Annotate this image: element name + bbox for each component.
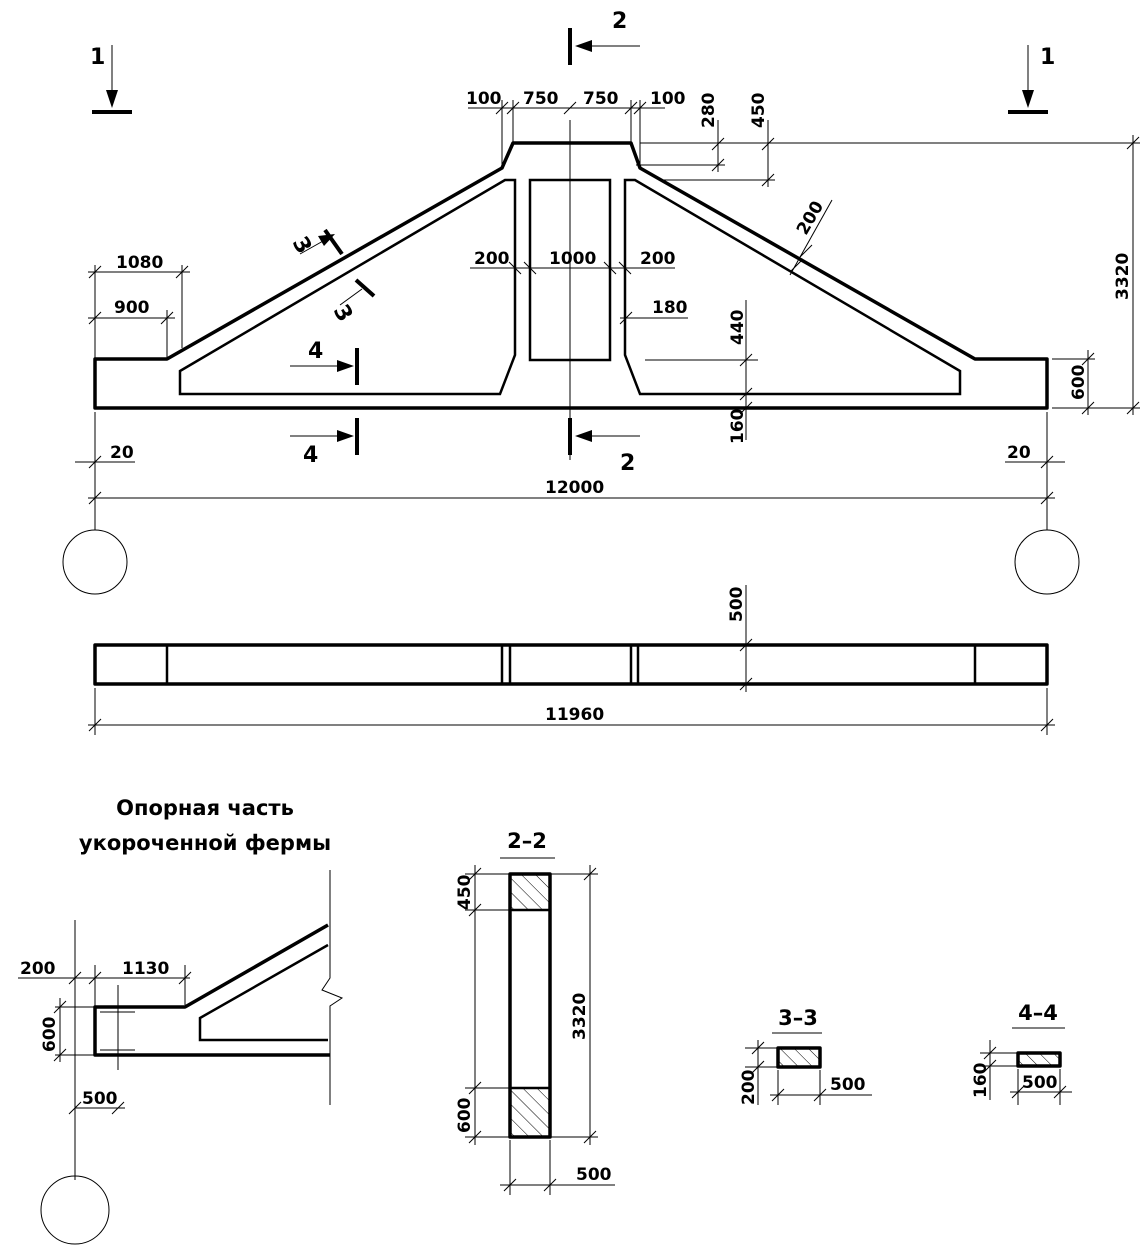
left-opening	[178, 178, 517, 396]
dim-support-600: 600	[40, 1016, 60, 1052]
dim-support-500: 500	[82, 1089, 118, 1109]
section-4-upper-mark: 4	[290, 339, 359, 385]
section-3-lower-mark: 3	[328, 278, 376, 327]
dim-diagonal-200: 200	[793, 198, 828, 239]
span-dims: 20 20 12000	[75, 412, 1065, 530]
section-1-right-mark: 1	[1008, 45, 1055, 114]
dim-440: 440	[728, 309, 748, 345]
support-title-line2: укороченной фермы	[79, 831, 331, 855]
section-4-label: 4	[303, 443, 318, 468]
diagonal-thickness-dim: 200	[789, 198, 833, 276]
section-3-upper-mark: 3	[287, 228, 344, 259]
dim-2-2-600: 600	[455, 1097, 475, 1133]
dim-2-2-500: 500	[576, 1165, 612, 1185]
dim-top-4: 100	[650, 89, 686, 109]
bottom-chord-dims: 440 160	[645, 300, 758, 444]
section-4-lower-mark: 4	[290, 418, 359, 468]
dim-end-left: 20	[110, 443, 134, 463]
web-dimension-chain: 200 1000 200	[470, 249, 676, 275]
section-2-bottom-mark: 2	[568, 418, 640, 476]
axis-bubble-support	[40, 1175, 110, 1245]
axis-bubble-right	[1014, 529, 1080, 595]
section-1-left-mark: 1	[90, 45, 132, 114]
dim-3-3-200: 200	[739, 1069, 759, 1105]
dim-web-left: 200	[474, 249, 510, 269]
section-1-label: 1	[1040, 45, 1055, 70]
dim-web-center: 1000	[549, 249, 596, 269]
dim-3-3-500: 500	[830, 1075, 866, 1095]
dim-11960: 11960	[545, 705, 604, 725]
inner-offset-dim: 180	[619, 298, 688, 325]
left-dims: 1080 900	[88, 253, 190, 359]
dim-support-1130: 1130	[122, 959, 169, 979]
truss-outline	[93, 141, 1049, 410]
dim-top-3: 750	[583, 89, 619, 109]
dim-plan-500: 500	[727, 586, 747, 622]
dim-1080: 1080	[116, 253, 163, 273]
dim-4-4-160: 160	[971, 1062, 991, 1098]
support-title-line1: Опорная часть	[116, 796, 294, 820]
section-3-label: 3	[328, 301, 357, 327]
section-2-2: 2–2 450 3320 600 500	[455, 829, 615, 1195]
dim-600: 600	[1069, 364, 1089, 400]
axis-bubble-left	[62, 529, 128, 595]
dim-web-right: 200	[640, 249, 676, 269]
right-opening	[623, 178, 962, 396]
support-detail: Опорная часть укороченной фермы 200 1130…	[18, 796, 344, 1245]
section-2-top-mark: 2	[568, 9, 640, 65]
top-dimension-chain: 100 750 750 100	[466, 89, 686, 168]
right-height-dims: 600 3320	[1052, 135, 1140, 415]
dim-2-2-3320: 3320	[570, 993, 590, 1040]
plan-view: 500 11960	[88, 585, 1055, 735]
section-2-2-title: 2–2	[507, 829, 547, 853]
dim-280: 280	[699, 92, 719, 128]
section-3-3: 3–3 200 500	[739, 1006, 872, 1105]
dim-top-2: 750	[523, 89, 559, 109]
section-2-label: 2	[612, 9, 627, 34]
dim-450: 450	[749, 92, 769, 128]
section-3-3-title: 3–3	[778, 1006, 818, 1030]
dim-3320: 3320	[1113, 253, 1133, 300]
section-4-label: 4	[308, 339, 323, 364]
dim-4-4-500: 500	[1022, 1073, 1058, 1093]
section-1-label: 1	[90, 45, 105, 70]
dim-support-200: 200	[20, 959, 56, 979]
section-4-4: 4–4 160 500	[971, 1001, 1072, 1105]
dim-900: 900	[114, 298, 150, 318]
dim-end-right: 20	[1007, 443, 1031, 463]
dim-2-2-450: 450	[455, 874, 475, 910]
dim-12000: 12000	[545, 478, 604, 498]
truss-elevation	[93, 141, 1049, 410]
section-2-label: 2	[620, 451, 635, 476]
section-3-label: 3	[287, 233, 316, 259]
top-height-dims: 280 450	[636, 92, 1140, 187]
dim-180: 180	[652, 298, 688, 318]
dim-top-1: 100	[466, 89, 502, 109]
section-4-4-title: 4–4	[1018, 1001, 1058, 1025]
dim-160: 160	[728, 408, 748, 444]
